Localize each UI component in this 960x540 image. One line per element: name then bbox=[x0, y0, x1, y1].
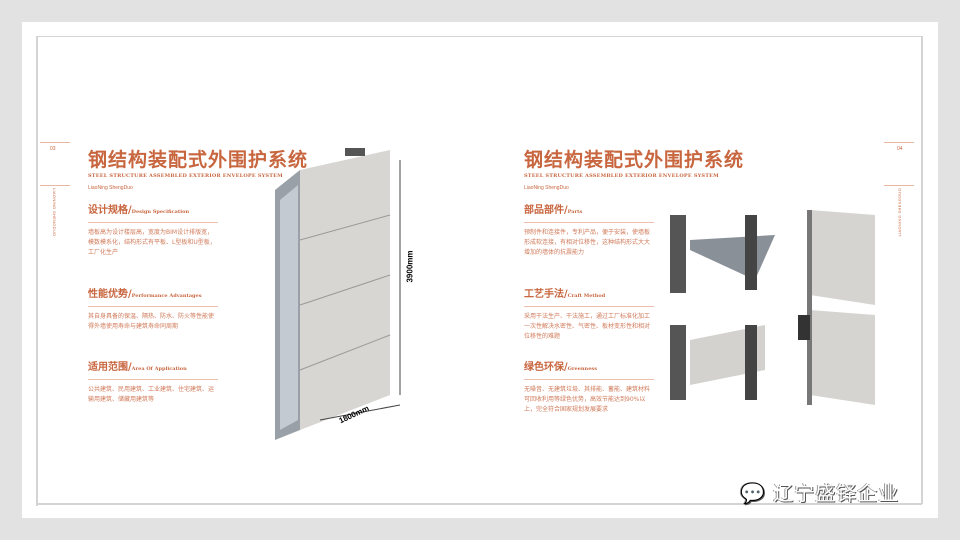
bottom-border-line bbox=[36, 503, 922, 505]
section-title: 绿色环保 bbox=[524, 362, 564, 373]
page-subtitle: STEEL STRUCTURE ASSEMBLED EXTERIOR ENVEL… bbox=[524, 173, 719, 179]
section-title: 部品部件 bbox=[524, 205, 564, 216]
top-border-line bbox=[36, 36, 922, 37]
page-tick bbox=[884, 142, 914, 143]
section-title-en: Design Specification bbox=[131, 209, 190, 215]
wall-panel-illustration bbox=[275, 148, 401, 440]
section-title-en: Performance Advantages bbox=[131, 293, 202, 299]
section-body: 墙板高为设计楼层高，宽度为BIM设计排版宽，模数模系化，结构形式有平板、L型板和… bbox=[88, 229, 216, 256]
height-dimension: 3900mm bbox=[405, 250, 415, 283]
page-title: 钢结构装配式外围护系统 bbox=[88, 149, 309, 171]
watermark-text: 辽宁盛铎企业 bbox=[773, 481, 900, 505]
section-performance: 性能优势/Performance Advantages 其自身具备的保温、隔热、… bbox=[88, 289, 218, 332]
right-border-line bbox=[921, 36, 923, 504]
section-craft: 工艺手法/Craft Method 采用干法生产、干法施工，通过工厂标准化加工一… bbox=[524, 289, 654, 342]
side-label: LIAONING SHENGDUO bbox=[897, 188, 902, 237]
section-application: 适用范围/Area Of Application 公共建筑、民用建筑、工业建筑、… bbox=[88, 362, 218, 405]
section-title-en: Parts bbox=[567, 209, 583, 215]
section-body: 公共建筑、民用建筑、工业建筑、住宅建筑、运输用建筑、储藏用建筑等 bbox=[88, 386, 215, 403]
section-title: 设计规格 bbox=[88, 205, 128, 216]
section-design-spec: 设计规格/Design Specification 墙板高为设计楼层高，宽度为B… bbox=[88, 205, 218, 258]
section-parts: 部品部件/Parts 预制件和连接件，专利产品，便于安装，使墙板形成软连接，有相… bbox=[524, 205, 654, 258]
section-title-en: Greenness bbox=[567, 366, 598, 372]
page-number: 04 bbox=[897, 146, 903, 152]
page-tick bbox=[40, 142, 70, 143]
section-title: 适用范围 bbox=[88, 362, 128, 373]
section-body: 其自身具备的保温、隔热、防水、防火等性能使得外墙使用寿命与建筑寿命同周期 bbox=[88, 313, 215, 330]
section-title: 工艺手法 bbox=[524, 289, 564, 300]
section-title-en: Craft Method bbox=[567, 293, 606, 299]
wechat-icon: 💬 bbox=[740, 481, 766, 505]
page-number: 03 bbox=[50, 146, 56, 152]
page-tick bbox=[40, 185, 70, 186]
section-body: 无噪音、无建筑垃圾、其排能、蓄能、建筑材料可回收利用等绿色优势，高效节能达到90… bbox=[524, 386, 651, 413]
brochure-spread bbox=[22, 22, 938, 518]
section-body: 采用干法生产、干法施工，通过工厂标准化加工一次性解决水密性、气密性、板材变形性和… bbox=[524, 313, 651, 340]
connector-illustrations bbox=[670, 210, 875, 405]
wechat-watermark: 💬 辽宁盛铎企业 bbox=[740, 482, 899, 504]
side-label: LIAONING SHENGDUO bbox=[52, 188, 57, 237]
page-title: 钢结构装配式外围护系统 bbox=[524, 149, 745, 171]
brand-name: LiaoNing ShengDuo bbox=[88, 185, 133, 191]
left-border-line bbox=[36, 36, 38, 506]
page-tick bbox=[884, 185, 914, 186]
section-title: 性能优势 bbox=[88, 289, 128, 300]
section-title-en: Area Of Application bbox=[131, 366, 187, 372]
page-subtitle: STEEL STRUCTURE ASSEMBLED EXTERIOR ENVEL… bbox=[88, 173, 283, 179]
section-green: 绿色环保/Greenness 无噪音、无建筑垃圾、其排能、蓄能、建筑材料可回收利… bbox=[524, 362, 654, 415]
brand-name: LiaoNing ShengDuo bbox=[524, 185, 569, 191]
section-body: 预制件和连接件，专利产品，便于安装，使墙板形成软连接，有相对位移性，这种结构形式… bbox=[524, 229, 651, 256]
